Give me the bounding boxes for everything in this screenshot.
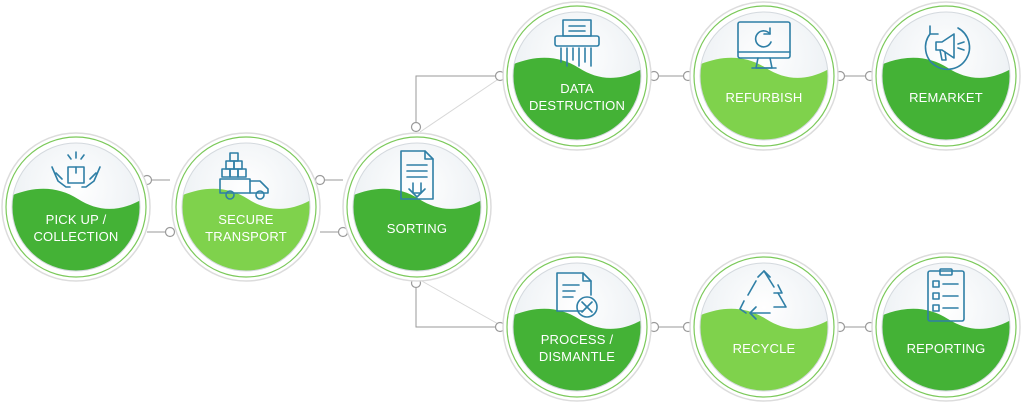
step-disc xyxy=(342,132,492,282)
connector-diagonal-bottom xyxy=(419,279,501,326)
connector-sorting-process xyxy=(415,283,500,328)
connector-diagonal-top xyxy=(419,77,501,133)
step-disc xyxy=(1,132,151,282)
step-label: REMARKET xyxy=(909,90,983,105)
step-label: RECYCLE xyxy=(732,341,796,356)
step-label: PICK UP /COLLECTION xyxy=(33,212,119,244)
step-recycle: RECYCLE xyxy=(688,251,840,403)
document-cancel-icon xyxy=(547,267,607,327)
step-disc xyxy=(502,1,652,151)
step-label: PROCESS /DISMANTLE xyxy=(538,332,616,364)
step-pickup-collection: PICK UP /COLLECTION xyxy=(0,131,152,283)
package-hands-icon xyxy=(46,147,106,207)
monitor-refresh-icon xyxy=(734,16,794,76)
step-disc xyxy=(171,132,321,282)
step-sorting: SORTING xyxy=(341,131,493,283)
step-label: REPORTING xyxy=(906,341,986,356)
checklist-icon xyxy=(916,267,976,327)
delivery-truck-icon xyxy=(216,147,276,207)
step-label: SORTING xyxy=(386,221,448,236)
step-disc xyxy=(502,252,652,402)
step-label: REFURBISH xyxy=(725,90,803,105)
step-remarket: REMARKET xyxy=(870,0,1022,152)
connector-sorting-data xyxy=(415,75,500,127)
megaphone-icon xyxy=(916,16,976,76)
step-disc xyxy=(871,1,1021,151)
recycle-icon xyxy=(734,267,794,327)
step-disc xyxy=(871,252,1021,402)
document-sort-icon xyxy=(387,147,447,207)
step-disc xyxy=(689,252,839,402)
step-refurbish: REFURBISH xyxy=(688,0,840,152)
step-reporting: REPORTING xyxy=(870,251,1022,403)
paper-shredder-icon xyxy=(547,16,607,76)
step-disc xyxy=(689,1,839,151)
step-process-dismantle: PROCESS /DISMANTLE xyxy=(501,251,653,403)
